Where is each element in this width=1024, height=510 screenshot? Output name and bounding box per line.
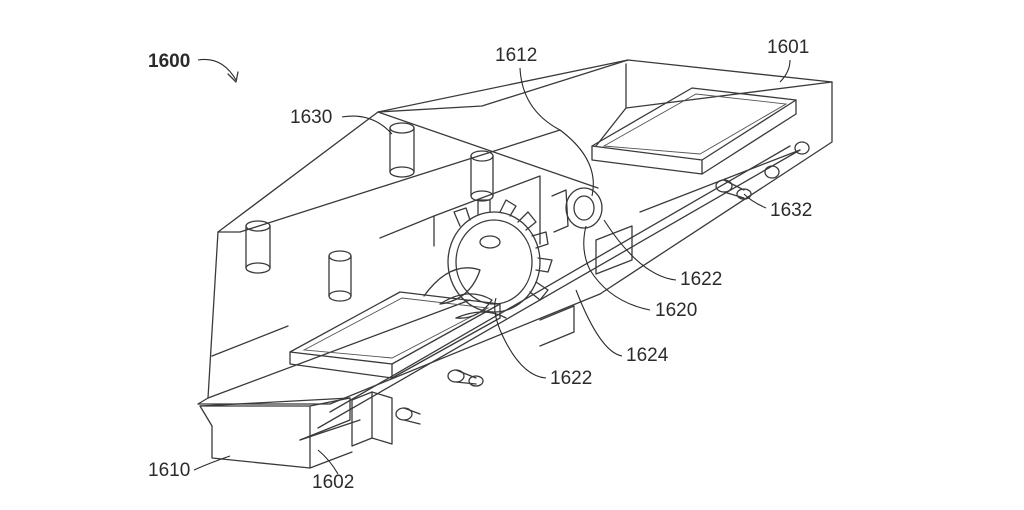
label-1601: 1601 — [767, 37, 809, 58]
label-1630: 1630 — [290, 107, 332, 128]
small-blocks — [351, 175, 633, 447]
label-1612: 1612 — [495, 45, 537, 66]
label-1624: 1624 — [626, 345, 669, 366]
label-1622-upper: 1622 — [680, 269, 722, 290]
figure-number-arrow — [197, 58, 237, 81]
label-1622-lower: 1622 — [550, 368, 592, 389]
figure-number-arrowhead — [227, 71, 239, 83]
lower-plate — [289, 291, 501, 379]
gear-assembly — [423, 187, 603, 319]
cylinder-posts — [245, 122, 494, 302]
housing-shell — [197, 59, 833, 405]
label-1602: 1602 — [312, 472, 354, 493]
rail-pins — [395, 141, 810, 425]
label-1620: 1620 — [655, 300, 697, 321]
leader-lines — [193, 59, 791, 475]
label-1632: 1632 — [770, 200, 812, 221]
figure-number-1600: 1600 — [148, 51, 190, 72]
label-1610: 1610 — [148, 460, 190, 481]
upper-plate — [591, 87, 797, 175]
